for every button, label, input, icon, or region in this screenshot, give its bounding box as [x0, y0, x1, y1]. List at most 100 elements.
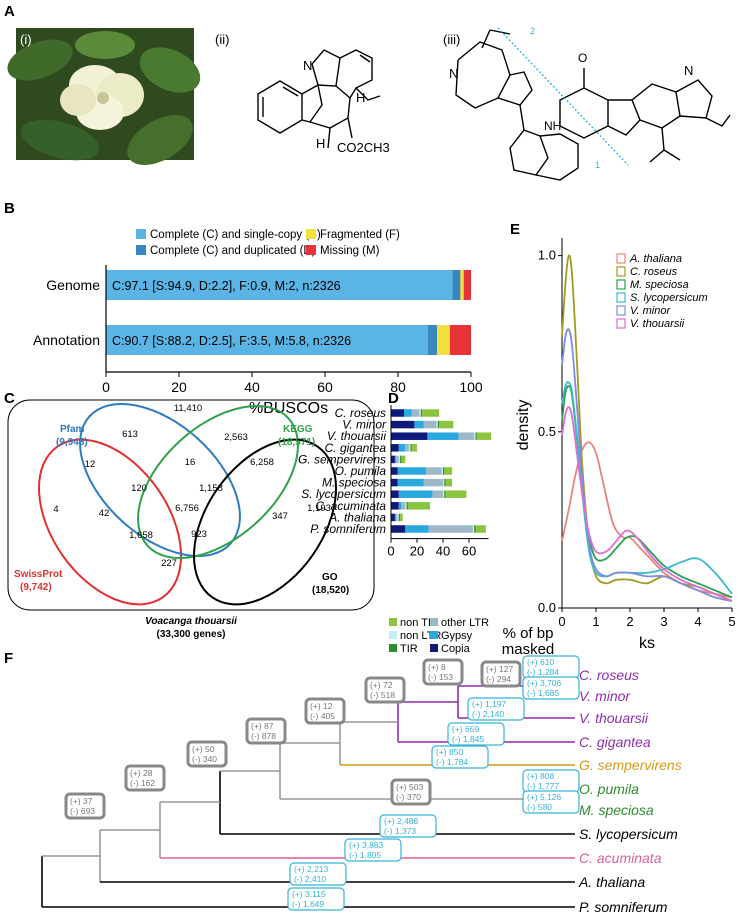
- ks-xtick-label-5: 5: [728, 614, 735, 629]
- te-bar-7-non-tir: [445, 490, 467, 498]
- te-legend-swatch-1: [430, 618, 438, 626]
- venn-number-9: 42: [99, 508, 110, 519]
- structure-ii-h: H: [356, 90, 365, 105]
- tree-leaf-gain-4: (+) 850: [436, 747, 463, 757]
- te-bar-10-non-ltr: [472, 525, 475, 533]
- te-bar-0-gypsy: [404, 409, 412, 417]
- structure-ii-nh-h: H: [316, 136, 325, 151]
- busco-bar-genome-m: [463, 270, 471, 300]
- panel-label-c: C: [4, 390, 15, 407]
- venn-number-13: 1,658: [129, 530, 153, 541]
- busco-legend-label-0: Complete (C) and single-copy (S): [150, 229, 321, 241]
- ks-line-s-lycopersicum: [561, 381, 733, 595]
- busco-bar-text-0: C:97.1 [S:94.9, D:2.2], F:0.9, M:2, n:23…: [112, 279, 341, 293]
- tree-taxon-2: V. thouarsii: [579, 710, 649, 726]
- busco-bar-genome-s: [106, 270, 453, 300]
- tree-leaf-gain-10: (+) 3,115: [292, 889, 326, 899]
- te-bar-0-copia: [391, 409, 404, 417]
- tree-node-box-1: [422, 658, 464, 686]
- venn-count-pfam: (9,945): [56, 437, 88, 448]
- busco-legend-swatch-2: [306, 229, 316, 239]
- venn-genes: (33,300 genes): [157, 629, 226, 640]
- ks-ytick-label-1: 0.5: [538, 424, 556, 439]
- tree-node-loss-3: (-) 405: [310, 711, 335, 721]
- ks-line-v-minor: [561, 328, 733, 602]
- tree-node-box-4: [245, 717, 287, 745]
- tree-leaf-loss-1: (-) 1,685: [527, 688, 559, 698]
- te-bar-2-gypsy: [427, 432, 459, 440]
- tree-leaf-box-2: [467, 697, 525, 721]
- venn-count-kegg: (18,571): [278, 437, 315, 448]
- te-bar-1-non-ltr: [436, 420, 438, 429]
- tree-leaf-box-6: [522, 790, 580, 814]
- venn-count-go: (18,520): [312, 585, 349, 596]
- venn-number-11: 347: [272, 511, 288, 522]
- tree-node-gain-4: (+) 87: [251, 721, 274, 731]
- te-bar-9-non-ltr: [397, 513, 399, 522]
- tree-leaf-loss-10: (-) 1,649: [292, 899, 324, 909]
- venn-number-1: 613: [122, 429, 138, 440]
- tree-taxon-4: G. sempervirens: [579, 757, 682, 773]
- tree-node-box-7: [124, 764, 166, 792]
- tree-leaf-loss-4: (-) 1,784: [436, 757, 468, 767]
- te-species-6: M. speciosa: [322, 476, 386, 490]
- tree-leaf-gain-7: (+) 2,486: [384, 816, 419, 826]
- tree-node-gain-5: (+) 50: [192, 744, 215, 754]
- te-bar-4-non-tir: [401, 455, 406, 464]
- tree-node-gain-7: (+) 28: [130, 768, 153, 778]
- structure-iii: [455, 29, 731, 181]
- te-bar-9-other-ltr: [396, 513, 398, 522]
- tree-node-gain-2: (+) 72: [370, 680, 393, 690]
- te-bar-10-non-tir: [475, 525, 486, 533]
- te-species-0: C. roseus: [335, 406, 386, 420]
- venn-set-pfam: Pfam: [60, 424, 85, 435]
- te-bar-8-tir: [406, 502, 408, 510]
- busco-bar-annotation-s: [106, 325, 428, 355]
- tree-node-box-0: [480, 660, 522, 688]
- venn-number-3: 12: [85, 459, 96, 470]
- te-bar-4-gypsy: [394, 455, 397, 464]
- busco-legend-label-2: Fragmented (F): [320, 229, 400, 241]
- venn-number-0: 11,410: [174, 403, 202, 414]
- te-bar-6-tir: [444, 478, 446, 487]
- venn-ellipse-pfam: [79, 403, 241, 557]
- tree-taxon-5: O. pumila: [579, 781, 639, 797]
- tree-leaf-gain-3: (+) 659: [452, 724, 479, 734]
- busco-bar-annotation-d: [427, 325, 438, 355]
- ks-legend-swatch-2: [616, 279, 626, 290]
- panel-label-a: A: [4, 3, 15, 20]
- tree-leaf-box-8: [344, 838, 402, 862]
- te-bar-8-gypsy: [398, 502, 402, 510]
- te-bar-10-gypsy: [405, 525, 429, 533]
- te-bar-1-other-ltr: [423, 420, 437, 429]
- tree-leaf-gain-6: (+) 5,126: [527, 792, 562, 802]
- tree-leaf-box-4: [431, 745, 489, 769]
- te-bar-6-other-ltr: [423, 478, 443, 487]
- tree-node-loss-1: (-) 153: [428, 672, 453, 682]
- te-bar-4-other-ltr: [396, 455, 399, 464]
- te-bar-3-tir: [410, 444, 412, 452]
- te-bar-5-non-tir: [444, 467, 453, 475]
- te-bar-0-tir: [420, 409, 423, 417]
- busco-category-1: Annotation: [33, 332, 100, 348]
- tree-taxon-10: P. somniferum: [579, 899, 668, 915]
- te-species-5: O. pumila: [335, 464, 387, 478]
- venn-set-swissprot: SwissProt: [14, 569, 63, 580]
- te-bar-1-gypsy: [414, 420, 424, 429]
- te-tick-label-1: 20: [410, 544, 424, 559]
- tree-leaf-gain-8: (+) 3,883: [349, 840, 384, 850]
- venn-diagram: Pfam (9,945) KEGG (18,571) SwissProt (9,…: [7, 399, 375, 640]
- tree-taxon-1: V. minor: [579, 688, 631, 704]
- structure-ii: [257, 49, 381, 149]
- te-species-3: C. gigantea: [325, 441, 387, 455]
- te-bar-4-non-ltr: [398, 455, 401, 464]
- tree-leaf-loss-2: (-) 2,140: [472, 709, 504, 719]
- venn-number-10: 6,756: [175, 503, 199, 514]
- tree-node-box-6: [390, 778, 432, 806]
- structure-ii-n: N: [303, 58, 312, 73]
- structure-iii-nh: NH: [544, 119, 561, 133]
- venn-number-12: 1,193: [307, 503, 331, 514]
- tree-leaf-loss-6: (-) 580: [527, 802, 552, 812]
